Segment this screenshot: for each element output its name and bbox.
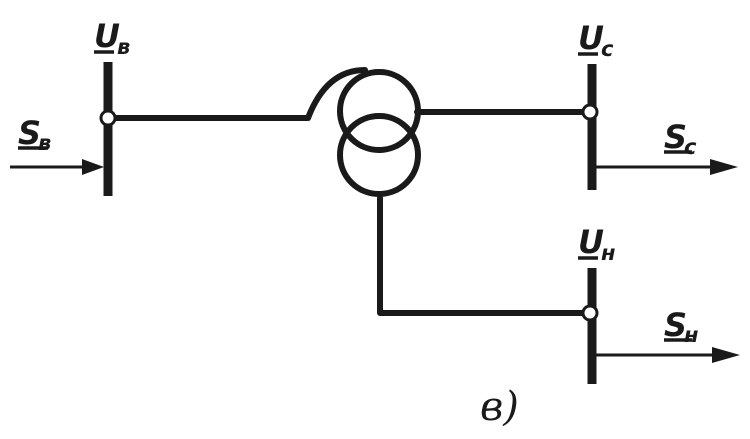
label-s-mid: S <box>664 118 687 156</box>
node-mid <box>581 103 599 121</box>
label-s-high-sub: в <box>38 131 51 155</box>
arrow-s-mid-head <box>710 159 738 175</box>
label-s-low-sub: н <box>684 323 699 347</box>
arrow-s-low-head <box>712 347 740 363</box>
label-u-low-sub: н <box>601 241 616 265</box>
label-s-mid-sub: с <box>684 135 697 159</box>
node-high <box>99 109 117 127</box>
transformer-winding-upper <box>337 69 421 153</box>
label-s-low: S <box>664 306 687 344</box>
label-s-high: S <box>18 114 41 152</box>
wire-transformer-to-low <box>377 195 595 316</box>
label-u-mid: U <box>578 19 604 57</box>
label-u-high-sub: в <box>117 35 130 59</box>
label-u-low: U <box>578 223 604 261</box>
arrow-s-high-head <box>82 159 104 175</box>
figure-caption: в) <box>480 384 519 430</box>
label-u-high: U <box>94 17 120 55</box>
wire-high-to-transformer <box>105 67 368 121</box>
label-u-mid-sub: с <box>601 37 614 61</box>
transformer-winding-lower <box>337 113 421 197</box>
node-low <box>581 304 599 322</box>
